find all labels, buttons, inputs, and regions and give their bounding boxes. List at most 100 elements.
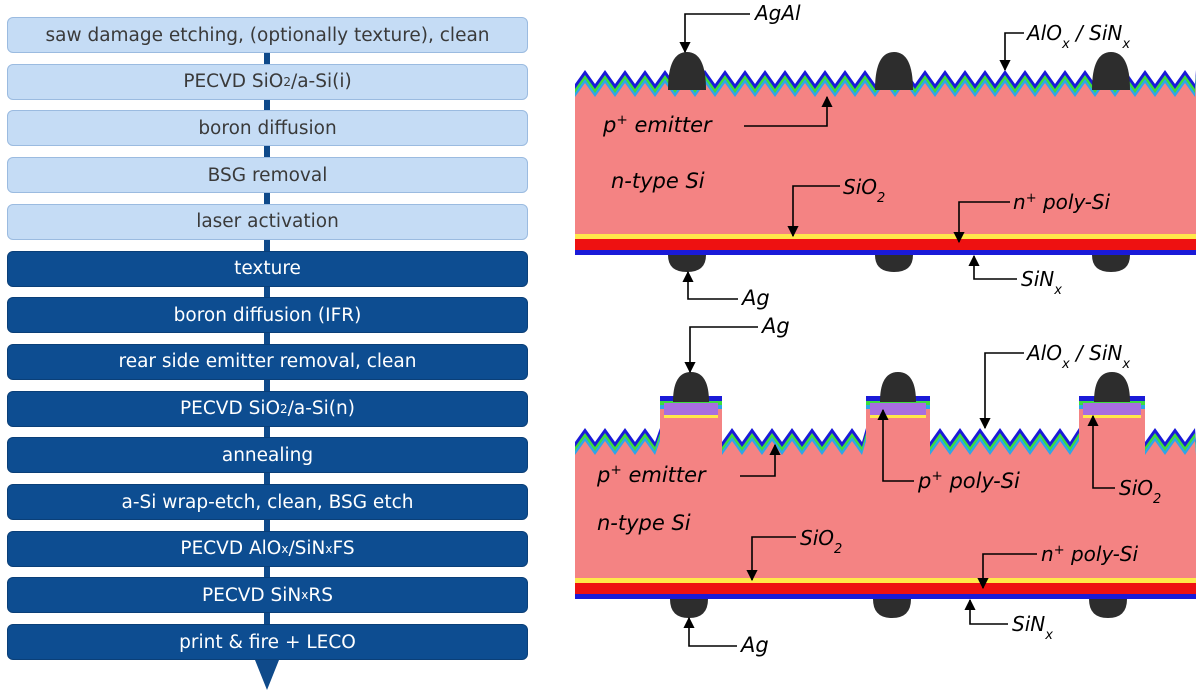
- front-agal-contact: [1092, 52, 1130, 90]
- rear-poly-layer: [575, 583, 1196, 594]
- front-poly-pad: [870, 403, 926, 415]
- label-poly-part: poly-Si: [1065, 542, 1139, 566]
- arrow-oxide: [787, 185, 840, 238]
- arrow-rear-nitride: [968, 254, 1017, 280]
- arrow-front-poly: [877, 408, 914, 482]
- label-rear-nitride-part: SiN: [1012, 612, 1045, 636]
- step-text: FS: [332, 538, 355, 560]
- label-ag-front: Ag: [760, 314, 790, 338]
- label-emitter-part: p: [596, 463, 610, 487]
- label-agal: AgAl: [753, 1, 801, 25]
- step-text: PECVD SiO: [180, 398, 281, 420]
- label-oxide: SiO2: [843, 175, 885, 206]
- label-substrate: n-type Si: [597, 511, 691, 535]
- label-rear-nitride: SiNx: [1012, 612, 1053, 643]
- label-oxide-part: SiO: [800, 526, 834, 550]
- arrow-ag-front: [684, 326, 758, 374]
- label-passivation-part: x: [1061, 37, 1070, 52]
- label-ag-part: Ag: [740, 286, 770, 310]
- label-substrate: n-type Si: [611, 169, 705, 193]
- step-text: BSG removal: [207, 164, 328, 186]
- label-oxide-part: 2: [877, 191, 885, 206]
- label-passivation-part: x: [1121, 37, 1130, 52]
- rear-nitride-layer: [575, 250, 1196, 255]
- label-agal-part: AgAl: [753, 1, 801, 25]
- step-text: /a-Si(i): [290, 71, 352, 93]
- label-emitter-part: emitter: [628, 113, 713, 137]
- label-passivation-part: / SiN: [1070, 21, 1123, 45]
- label-oxide-part: 2: [834, 542, 842, 557]
- process-step: boron diffusion (IFR): [7, 297, 528, 334]
- label-emitter: p+ emitter: [602, 112, 713, 137]
- label-emitter: p+ emitter: [596, 462, 707, 487]
- label-passivation: AlOx / SiNx: [1025, 341, 1130, 372]
- arrow-agal: [679, 13, 750, 54]
- label-poly-part: n: [1041, 542, 1054, 566]
- front-ag-contact: [880, 372, 916, 402]
- label-passivation-part: AlO: [1025, 21, 1062, 45]
- front-agal-contact: [668, 52, 706, 90]
- label-emitter-part: p: [602, 113, 616, 137]
- process-step: a-Si wrap-etch, clean, BSG etch: [7, 484, 528, 520]
- step-text: PECVD SiO: [183, 71, 284, 93]
- front-agal-contact: [875, 52, 913, 90]
- step-text: saw damage etching, (optionally texture)…: [45, 24, 490, 46]
- label-substrate-part: n-type Si: [597, 511, 691, 535]
- step-text: texture: [234, 258, 301, 279]
- process-step: print & fire + LECO: [7, 624, 528, 661]
- arrow-passivation: [999, 32, 1024, 72]
- front-poly-pad: [664, 403, 718, 415]
- process-flow: saw damage etching, (optionally texture)…: [0, 0, 540, 697]
- step-text: annealing: [221, 444, 314, 466]
- label-front-poly: p+ poly-Si: [917, 468, 1020, 493]
- rear-ag-contact: [873, 599, 911, 618]
- front-alox-layer: [575, 401, 1196, 452]
- label-passivation-part: x: [1121, 357, 1130, 372]
- label-ag-front-part: Ag: [760, 314, 790, 338]
- flow-arrow-head: [255, 660, 279, 690]
- rear-ag-contact: [1092, 255, 1130, 272]
- process-step: boron diffusion: [7, 110, 528, 147]
- label-poly-part: +: [1026, 191, 1037, 206]
- label-ag-rear: Ag: [739, 633, 769, 657]
- arrow-poly: [953, 201, 1010, 244]
- step-text: boron diffusion (IFR): [173, 304, 362, 326]
- label-passivation: AlOx / SiNx: [1025, 21, 1130, 52]
- step-text: laser activation: [196, 211, 339, 233]
- label-passivation-part: AlO: [1025, 341, 1062, 365]
- label-front-oxide: SiO2: [1119, 476, 1161, 507]
- rear-poly-layer: [575, 239, 1196, 250]
- process-step: saw damage etching, (optionally texture)…: [7, 17, 528, 53]
- label-rear-nitride-part: x: [1044, 628, 1053, 643]
- process-step: rear side emitter removal, clean: [7, 343, 528, 380]
- arrow-rear-nitride: [964, 598, 1008, 625]
- front-ag-contact: [1094, 372, 1130, 402]
- arrow-oxide: [746, 536, 796, 582]
- rear-ag-contact: [1089, 599, 1127, 618]
- label-rear-nitride-part: SiN: [1021, 267, 1054, 291]
- substrate: [575, 408, 1196, 580]
- rear-nitride-layer: [575, 594, 1196, 599]
- arrow-poly: [977, 553, 1037, 590]
- front-oxide-pad: [1083, 415, 1141, 418]
- process-step: laser activation: [7, 203, 528, 240]
- label-front-poly-part: +: [931, 468, 942, 484]
- step-text: a-Si wrap-etch, clean, BSG etch: [121, 491, 414, 513]
- label-substrate-part: n-type Si: [611, 169, 705, 193]
- step-text: rear side emitter removal, clean: [118, 351, 417, 373]
- process-step: BSG removal: [7, 157, 528, 194]
- label-ag-rear-part: Ag: [739, 633, 769, 657]
- label-passivation-part: / SiN: [1070, 341, 1123, 365]
- arrow-front-oxide: [1087, 414, 1115, 489]
- rear-ag-contact: [668, 255, 706, 272]
- label-rear-nitride-part: x: [1053, 283, 1062, 298]
- step-text: PECVD AlO: [180, 538, 282, 560]
- step-text: boron diffusion: [198, 117, 337, 139]
- label-oxide-part: SiO: [843, 175, 877, 199]
- process-step: annealing: [7, 437, 528, 474]
- arrow-emitter: [744, 95, 833, 127]
- front-poly-pad: [1083, 403, 1141, 415]
